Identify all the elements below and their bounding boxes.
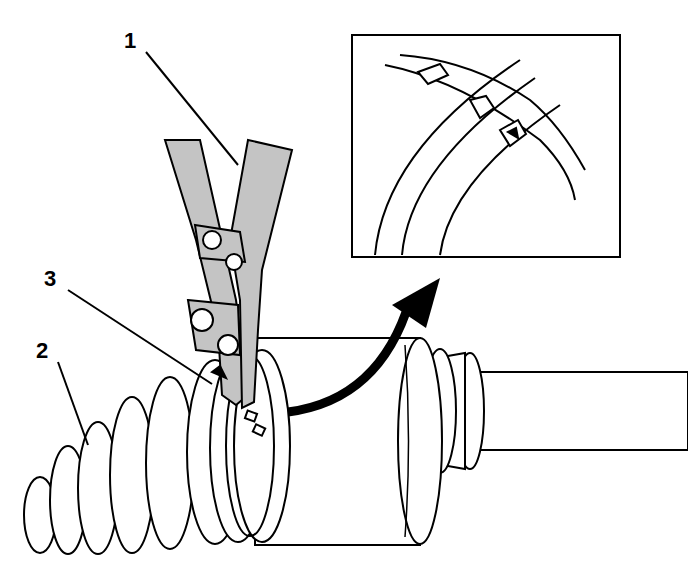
axle-shaft <box>255 338 688 545</box>
pointer-arrow <box>288 278 440 412</box>
callout-number: 3 <box>44 268 56 290</box>
crimping-pliers <box>165 140 292 408</box>
callout-number: 2 <box>36 340 48 362</box>
leader-lines <box>58 52 238 445</box>
detail-inset <box>352 35 620 257</box>
callout-number: 1 <box>124 30 136 52</box>
